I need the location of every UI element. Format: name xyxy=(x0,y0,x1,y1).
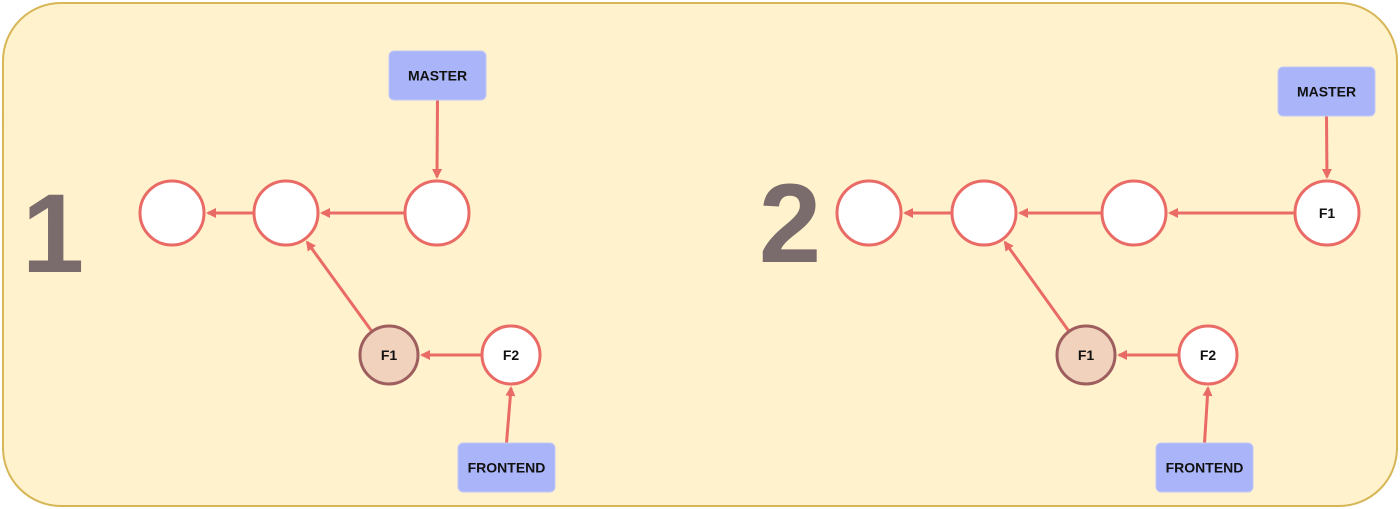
master-branch-label: MASTER xyxy=(408,68,467,84)
commit-label-f2: F2 xyxy=(1200,347,1217,363)
commit-node-f1 xyxy=(1055,324,1117,386)
master-branch-tag xyxy=(1277,66,1376,117)
frontend-branch-tag xyxy=(1155,442,1254,493)
commit-node-a xyxy=(138,179,206,247)
frontend-branch-tag xyxy=(457,442,556,493)
commit-node-f1 xyxy=(358,324,420,386)
master-pointer-arrow xyxy=(432,99,443,179)
commit-node-a xyxy=(835,179,903,247)
panel-number: 2 xyxy=(759,161,821,286)
frontend-pointer-arrow xyxy=(505,386,516,444)
commit-label-d: F1 xyxy=(1319,205,1336,221)
master-branch-label: MASTER xyxy=(1297,84,1356,100)
frontend-branch-label: FRONTEND xyxy=(1166,460,1244,476)
commit-node-b xyxy=(950,179,1018,247)
commit-node-b xyxy=(252,179,320,247)
commit-label-f2: F2 xyxy=(503,347,520,363)
commit-label-f1: F1 xyxy=(1078,347,1095,363)
edge-f1-to-b xyxy=(1003,240,1071,333)
commit-node-d xyxy=(1293,179,1361,247)
frontend-branch-label: FRONTEND xyxy=(468,460,546,476)
panel-1: 1 MASTER FRONTEND F1 F2 xyxy=(22,50,556,493)
panel-number: 1 xyxy=(22,171,84,296)
master-branch-tag xyxy=(388,50,487,101)
commit-label-f1: F1 xyxy=(381,347,398,363)
edge-f1-to-b xyxy=(305,240,374,333)
commit-node-f2 xyxy=(480,324,542,386)
frontend-pointer-arrow xyxy=(1202,386,1213,444)
commit-node-f2 xyxy=(1177,324,1239,386)
commit-node-c xyxy=(403,179,471,247)
commit-node-c xyxy=(1100,179,1168,247)
master-pointer-arrow xyxy=(1321,115,1332,179)
